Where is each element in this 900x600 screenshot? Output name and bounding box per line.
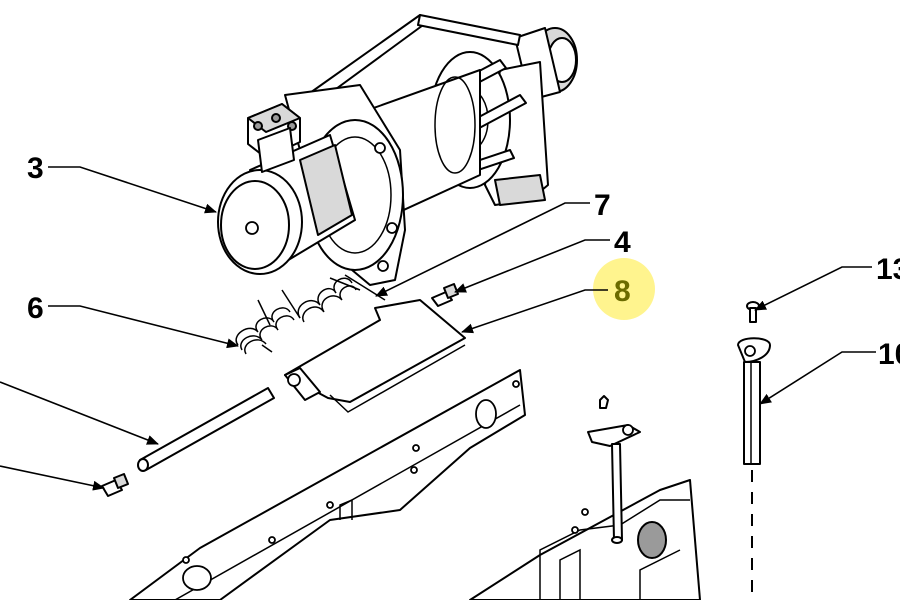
screw-part-4	[431, 283, 459, 307]
leader-6	[48, 305, 239, 349]
leader-rod	[0, 381, 159, 445]
leader-7	[375, 202, 590, 297]
callout-7: 7	[594, 189, 611, 222]
callout-10: 10	[878, 338, 900, 371]
small-bolt	[101, 473, 129, 497]
callout-6: 6	[27, 292, 44, 325]
leader-13	[754, 266, 872, 311]
callout-8-highlight	[593, 258, 655, 320]
leader-8	[461, 289, 608, 334]
spring-left	[235, 299, 295, 355]
mounting-frame	[129, 369, 701, 600]
leader-bolt	[0, 465, 105, 491]
leader-lines	[0, 166, 876, 491]
callout-3: 3	[27, 152, 44, 185]
pin-part-10	[737, 337, 771, 600]
pin-rod	[137, 387, 275, 472]
center-bolt-assembly	[587, 395, 641, 544]
guard-plate-part-8	[284, 299, 466, 413]
callout-13: 13	[876, 253, 900, 286]
callout-8: 8	[614, 275, 631, 308]
leader-3	[48, 166, 217, 214]
screw-part-13	[746, 301, 760, 323]
spring-right	[281, 274, 386, 323]
leader-10	[759, 351, 876, 405]
winch-assembly	[217, 14, 578, 286]
leader-4	[454, 239, 610, 293]
callout-4: 4	[614, 226, 631, 259]
winch-valve-block	[247, 103, 301, 173]
winch-motor	[217, 134, 356, 275]
springs	[235, 274, 386, 355]
